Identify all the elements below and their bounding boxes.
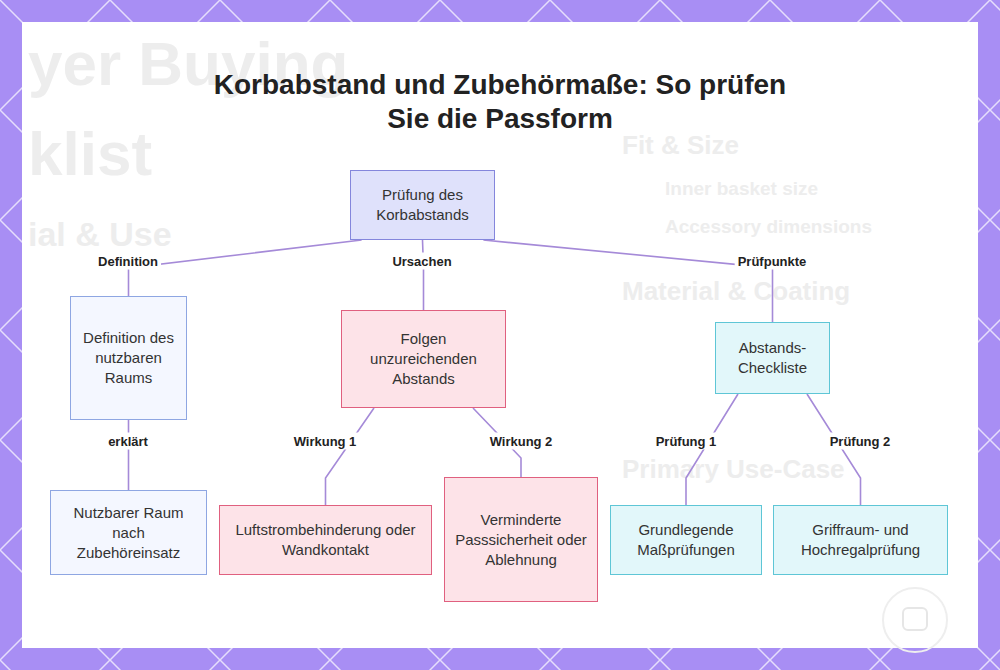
- process-box: Grundlegende Maßprüfungen: [610, 505, 762, 575]
- edge-label: Wirkung 2: [487, 433, 556, 450]
- process-box: Prüfung des Korbabstands: [350, 170, 495, 240]
- diagram-title: Korbabstand und Zubehörmaße: So prüfen S…: [200, 68, 800, 136]
- edge-label: Ursachen: [389, 253, 454, 270]
- connector-line: [128, 420, 129, 490]
- node-text-group: Abstands-Checkliste: [724, 338, 821, 378]
- background-watermark: ial & Use: [28, 215, 172, 254]
- edge-label: Wirkung 1: [291, 433, 360, 450]
- node-text-group: Griffraum- und Hochregalprüfung: [782, 520, 939, 560]
- connector-line: [129, 240, 362, 296]
- process-box: Definition des nutzbaren Raums: [70, 296, 187, 420]
- node-label: Luftstrombehinderung oder Wandkontakt: [228, 520, 423, 560]
- node-label: Grundlegende Maßprüfungen: [619, 520, 753, 560]
- node-label: Prüfung des Korbabstands: [359, 185, 486, 225]
- edge-label: Prüfung 2: [827, 433, 894, 450]
- node-text-group: Verminderte Passsicherheit oder Ablehnun…: [453, 510, 589, 570]
- process-box: Verminderte Passsicherheit oder Ablehnun…: [444, 477, 598, 602]
- node-label: Abstands-Checkliste: [724, 338, 821, 378]
- background-watermark: Accessory dimensions: [665, 216, 872, 238]
- node-label: Folgen unzureichenden Abstands: [350, 329, 497, 389]
- node-text-group: Grundlegende Maßprüfungen: [619, 520, 753, 560]
- connector-line: [326, 408, 375, 505]
- node-text-group: Definition des nutzbaren Raums: [79, 328, 178, 388]
- connector-line: [686, 394, 738, 505]
- process-box: Folgen unzureichenden Abstands: [341, 310, 506, 408]
- node-text-group: Prüfung des Korbabstands: [359, 185, 486, 225]
- node-label: Nutzbarer Raum nach Zubehöreinsatz: [59, 503, 198, 563]
- node-label: Verminderte Passsicherheit oder Ablehnun…: [453, 510, 589, 570]
- node-label: Definition des nutzbaren Raums: [79, 328, 178, 388]
- process-box: Griffraum- und Hochregalprüfung: [773, 505, 948, 575]
- background-watermark: Fit & Size: [622, 130, 739, 161]
- edge-label: Prüfpunkte: [735, 253, 810, 270]
- connector-line: [483, 240, 772, 322]
- background-watermark: Material & Coating: [622, 276, 850, 307]
- process-box: Abstands-Checkliste: [715, 322, 830, 394]
- process-box: Luftstrombehinderung oder Wandkontakt: [219, 505, 432, 575]
- edge-label: erklärt: [105, 433, 151, 450]
- edge-label: Prüfung 1: [653, 433, 720, 450]
- background-watermark: Inner basket size: [665, 178, 818, 200]
- background-watermark: Primary Use-Case: [622, 454, 845, 485]
- node-text-group: Folgen unzureichenden Abstands: [350, 329, 497, 389]
- node-text-group: Luftstrombehinderung oder Wandkontakt: [228, 520, 423, 560]
- edge-label: Definition: [95, 253, 161, 270]
- connector-line: [423, 240, 424, 310]
- process-box: Nutzbarer Raum nach Zubehöreinsatz: [50, 490, 207, 575]
- node-text-group: Nutzbarer Raum nach Zubehöreinsatz: [59, 503, 198, 563]
- background-watermark: klist: [28, 118, 152, 189]
- connector-line: [807, 394, 861, 505]
- node-label: Griffraum- und Hochregalprüfung: [782, 520, 939, 560]
